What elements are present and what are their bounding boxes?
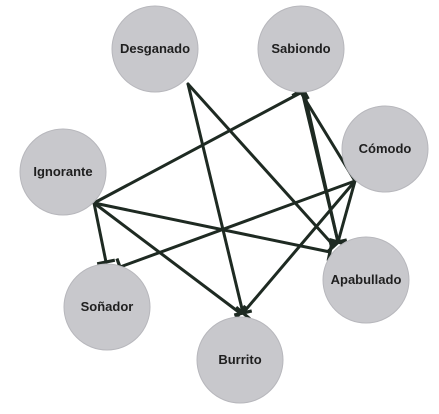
edge-line [118, 179, 357, 269]
node-ignorante: Ignorante [19, 128, 107, 216]
edge-line [92, 201, 108, 264]
edge-line [186, 82, 245, 315]
node-label: Soñador [81, 299, 134, 314]
edge-ignorante-to-sonador [92, 201, 116, 266]
edge-comodo-to-burrito [235, 179, 357, 321]
node-desganado: Desganado [111, 5, 199, 93]
node-burrito: Burrito [196, 316, 284, 404]
node-label: Desganado [120, 41, 190, 56]
node-label: Cómodo [359, 141, 412, 156]
node-label: Sabiondo [271, 41, 330, 56]
node-sonador: Soñador [63, 263, 151, 351]
node-circle [322, 236, 410, 324]
node-circle [257, 5, 345, 93]
node-circle [341, 105, 429, 193]
node-circle [111, 5, 199, 93]
edge-line [92, 201, 332, 254]
edge-line [336, 179, 357, 244]
nodes-layer: Desganado SabiondoCómodoIgnoranteApabulla… [19, 5, 429, 404]
edge-arrowhead [235, 305, 251, 321]
node-sabiondo: Sabiondo [257, 5, 345, 93]
edge-apabullado-to-sabiondo [294, 87, 340, 244]
node-circle [63, 263, 151, 351]
node-label: Burrito [218, 352, 261, 367]
node-label: Ignorante [33, 164, 92, 179]
edge-arrowhead [96, 258, 116, 266]
edge-line [92, 89, 306, 205]
edge-line [186, 82, 336, 248]
node-circle [19, 128, 107, 216]
node-circle [196, 316, 284, 404]
node-label: Apabullado [331, 272, 402, 287]
node-comodo: Cómodo [341, 105, 429, 193]
edge-line [302, 89, 340, 244]
edge-line [241, 179, 357, 315]
node-apabullado: Apabullado [322, 236, 410, 324]
edge-line [92, 201, 242, 315]
